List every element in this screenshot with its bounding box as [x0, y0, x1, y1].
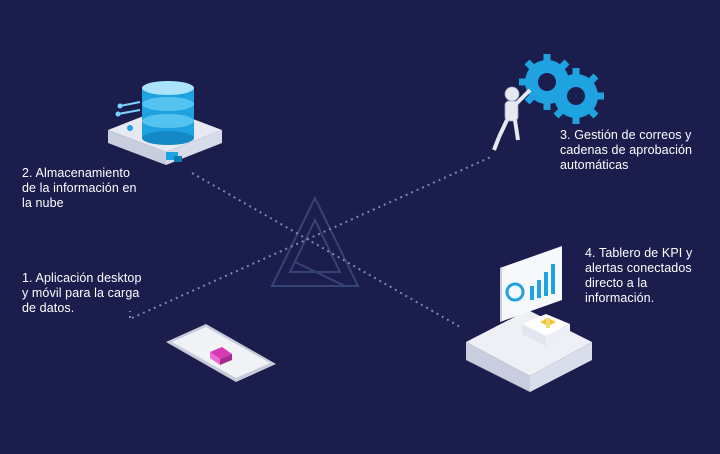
- step-3-label: 3. Gestión de correos y cadenas de aprob…: [560, 128, 693, 172]
- kpi-dashboard-icon: [466, 246, 592, 392]
- step-2-label: 2. Almacenamiento de la información en l…: [22, 166, 137, 210]
- connector-database-dashboard: [191, 172, 463, 329]
- step-4-label: 4. Tablero de KPI y alertas conectados d…: [585, 246, 693, 305]
- triangle-logo-icon: [270, 195, 360, 287]
- robot-gears-icon: [492, 54, 604, 151]
- step-1-label: 1. Aplicación desktop y móvil para la ca…: [22, 271, 142, 315]
- connector-lines: [129, 155, 494, 329]
- connector-phone-robot: [131, 155, 494, 319]
- smartphone-icon: [166, 324, 276, 382]
- cloud-database-icon: [108, 81, 222, 165]
